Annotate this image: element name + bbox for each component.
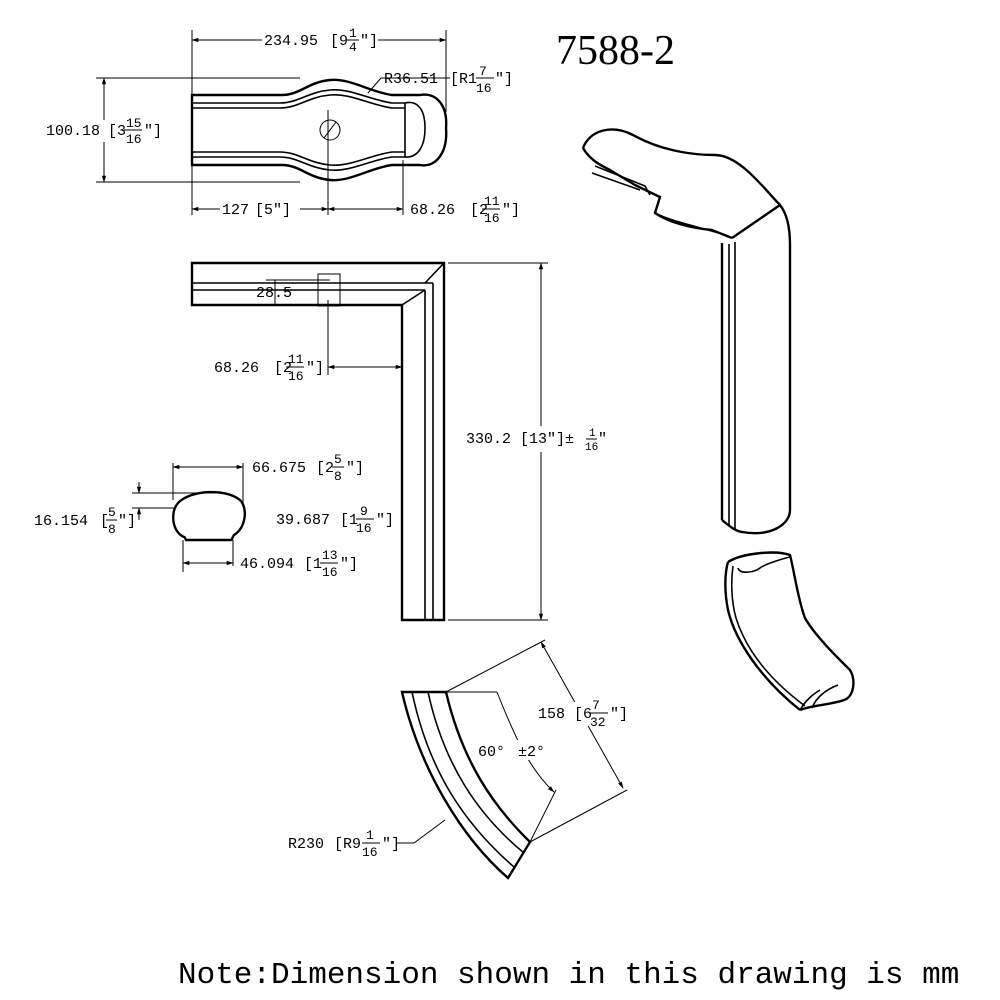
profile-height-in-close: ″] bbox=[376, 512, 394, 529]
profile-top-width-in-den: 8 bbox=[334, 469, 342, 484]
right-length-in-open: [2 bbox=[470, 202, 488, 219]
arc-radius-in-den: 16 bbox=[362, 845, 378, 860]
isometric-l-piece bbox=[581, 128, 792, 535]
right-length-in-den: 16 bbox=[484, 211, 500, 226]
width-in-open: [3 bbox=[108, 123, 126, 140]
right-length-in-num: 11 bbox=[484, 194, 500, 209]
radius-in-den: 16 bbox=[476, 81, 492, 96]
overall-length-in-den: 4 bbox=[349, 40, 357, 55]
offset-mm: 68.26 bbox=[214, 360, 259, 377]
width-in-den: 16 bbox=[126, 132, 142, 147]
radius-in-open: [R1 bbox=[450, 71, 477, 88]
arc-angle-tol: ±2° bbox=[518, 744, 545, 761]
base-width-in-den: 16 bbox=[322, 565, 338, 580]
arc-radius-mm: R230 bbox=[288, 836, 324, 853]
profile-height-mm: 39.687 bbox=[276, 512, 330, 529]
right-length-in-close: ″] bbox=[502, 202, 520, 219]
inner-dim: 28.5 bbox=[256, 285, 292, 302]
base-width-in-close: ″] bbox=[340, 556, 358, 573]
profile-height-in-den: 16 bbox=[356, 521, 372, 536]
profile-top-width-in-num: 5 bbox=[334, 452, 342, 467]
profile-top-width-mm: 66.675 bbox=[252, 460, 306, 477]
height-in: [13″]± bbox=[520, 431, 574, 448]
arc-radius-in-open: [R9 bbox=[334, 836, 361, 853]
radius-mm: R36.51 bbox=[384, 71, 438, 88]
base-width-mm: 46.094 bbox=[240, 556, 294, 573]
overall-length-mm: 234.95 bbox=[264, 33, 318, 50]
height-tol-den: 16 bbox=[585, 442, 598, 454]
height-mm: 330.2 bbox=[466, 431, 511, 448]
height-tol-close: ″ bbox=[598, 431, 607, 448]
base-width-in-num: 13 bbox=[322, 548, 338, 563]
radius-in-close: ″] bbox=[495, 71, 513, 88]
width-mm: 100.18 bbox=[46, 123, 100, 140]
height-tol-num: 1 bbox=[589, 428, 596, 440]
arc-chord-in-open: [6 bbox=[574, 706, 592, 723]
offset-in-open: [2 bbox=[274, 360, 292, 377]
overall-length-in-close: ″] bbox=[360, 33, 378, 50]
radius-in-num: 7 bbox=[479, 64, 487, 79]
profile-top-width-in-open: [2 bbox=[316, 460, 334, 477]
width-in-close: ″] bbox=[144, 123, 162, 140]
arc-radius-in-close: ″] bbox=[382, 836, 400, 853]
cap-height-mm: 16.154 bbox=[34, 513, 88, 530]
arc-angle: 60° bbox=[478, 744, 505, 761]
arc-view: 158 [6 7 32 ″] 60° ±2° R230 [R9 1 16 ″] bbox=[288, 639, 630, 880]
right-length-mm: 68.26 bbox=[410, 202, 455, 219]
top-view-outline bbox=[190, 78, 448, 182]
top-view: 234.95 [9 1 4 ″] R36.51 [R1 7 16 ″] 100.… bbox=[44, 26, 520, 226]
cap-height-in-num: 5 bbox=[108, 505, 116, 520]
arc-chord-in-num: 7 bbox=[592, 698, 600, 713]
arc-outline bbox=[400, 690, 532, 880]
overall-length-in-num: 1 bbox=[349, 26, 357, 41]
arc-chord-mm: 158 bbox=[538, 706, 565, 723]
overall-length-in-open: [9 bbox=[330, 33, 348, 50]
arc-chord-in-den: 32 bbox=[590, 715, 606, 730]
profile-view: 66.675 [2 5 8 ″] 16.154 [ 5 8 ″] 39.687 … bbox=[34, 452, 394, 580]
cap-height-in-close: ″] bbox=[118, 513, 136, 530]
center-hole bbox=[319, 119, 341, 141]
part-number: 7588-2 bbox=[556, 28, 675, 74]
profile-outline bbox=[172, 490, 246, 542]
profile-height-in-open: [1 bbox=[340, 512, 358, 529]
offset-in-num: 11 bbox=[288, 352, 304, 367]
side-view: 28.5 68.26 [2 11 16 ″] 330.2 [13″]± 1 16… bbox=[190, 261, 610, 622]
footer-note: Note:Dimension shown in this drawing is … bbox=[178, 958, 959, 993]
offset-in-den: 16 bbox=[288, 369, 304, 384]
base-width-in-open: [1 bbox=[304, 556, 322, 573]
cap-height-in-open: [ bbox=[100, 513, 109, 530]
arc-chord-in-close: ″] bbox=[610, 706, 628, 723]
left-length-in: [5″] bbox=[255, 202, 291, 219]
profile-height-in-num: 9 bbox=[360, 504, 368, 519]
left-length-mm: 127 bbox=[222, 202, 249, 219]
arc-radius-in-num: 1 bbox=[366, 828, 374, 843]
width-in-num: 15 bbox=[126, 116, 142, 131]
offset-in-close: ″] bbox=[306, 360, 324, 377]
isometric-curved-piece bbox=[724, 551, 855, 712]
profile-top-width-in-close: ″] bbox=[346, 460, 364, 477]
cap-height-in-den: 8 bbox=[108, 522, 116, 537]
